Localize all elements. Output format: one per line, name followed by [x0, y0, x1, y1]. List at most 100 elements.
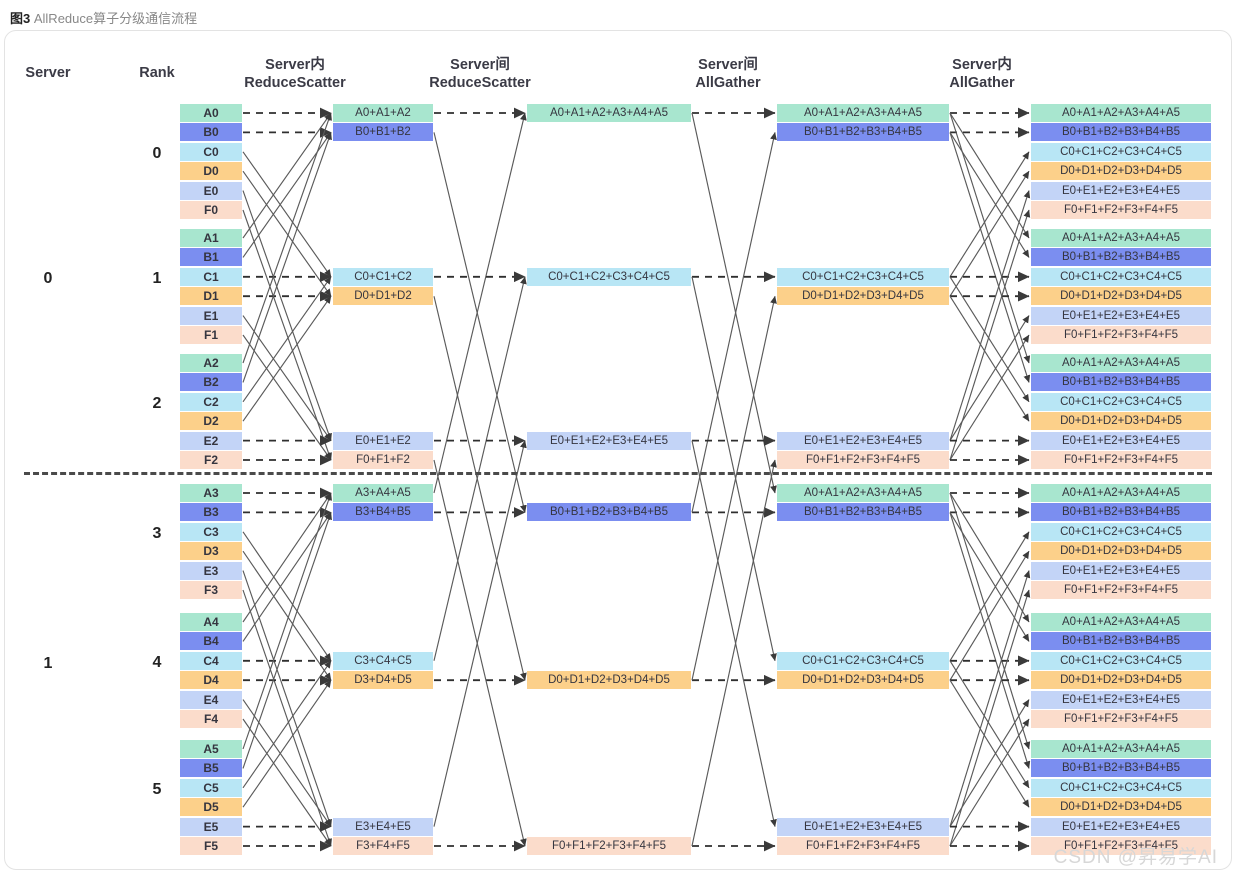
block-intra-ag-r4-A: A0+A1+A2+A3+A4+A5 — [1031, 613, 1211, 631]
block-inter-ag-r5-1: F0+F1+F2+F3+F4+F5 — [777, 837, 949, 855]
block-inter-rs-r1-0: C0+C1+C2+C3+C4+C5 — [527, 267, 691, 286]
block-initial-r1-B: B1 — [180, 248, 242, 267]
block-intra-ag-r1-D: D0+D1+D2+D3+D4+D5 — [1031, 287, 1211, 306]
header-line1: Server内 — [952, 57, 1012, 73]
block-initial-r5-B: B5 — [180, 759, 242, 778]
block-inter-ag-r5-0: E0+E1+E2+E3+E4+E5 — [777, 817, 949, 836]
block-inter-rs-r3-0: B0+B1+B2+B3+B4+B5 — [527, 503, 691, 522]
block-intra-ag-r3-D: D0+D1+D2+D3+D4+D5 — [1031, 542, 1211, 561]
block-intra-ag-r3-B: B0+B1+B2+B3+B4+B5 — [1031, 503, 1211, 522]
server-label-0: 0 — [43, 270, 53, 287]
block-initial-r4-D: D4 — [180, 671, 242, 690]
figure-number: 图3 — [10, 11, 31, 26]
watermark: CSDN @昇易学AI — [1053, 847, 1218, 868]
column-header-inter-reducescatter: Server间 ReduceScatter — [390, 56, 570, 93]
block-initial-r0-D: D0 — [180, 162, 242, 181]
block-initial-r5-E: E5 — [180, 817, 242, 836]
block-initial-r0-B: B0 — [180, 123, 242, 142]
block-initial-r3-A: A3 — [180, 484, 242, 502]
block-intra-rs-r5-0: E3+E4+E5 — [333, 817, 433, 836]
block-inter-ag-r1-0: C0+C1+C2+C3+C4+C5 — [777, 267, 949, 286]
block-intra-rs-r2-1: F0+F1+F2 — [333, 451, 433, 469]
block-intra-ag-r1-C: C0+C1+C2+C3+C4+C5 — [1031, 267, 1211, 286]
block-initial-r2-B: B2 — [180, 373, 242, 392]
block-intra-ag-r5-A: A0+A1+A2+A3+A4+A5 — [1031, 740, 1211, 758]
block-intra-rs-r3-0: A3+A4+A5 — [333, 484, 433, 502]
rank-label-1: 1 — [152, 269, 162, 287]
block-intra-rs-r4-1: D3+D4+D5 — [333, 671, 433, 690]
block-initial-r2-E: E2 — [180, 431, 242, 450]
block-intra-ag-r3-C: C0+C1+C2+C3+C4+C5 — [1031, 522, 1211, 541]
block-initial-r1-A: A1 — [180, 229, 242, 247]
server-label-1: 1 — [43, 655, 53, 672]
block-intra-ag-r2-E: E0+E1+E2+E3+E4+E5 — [1031, 431, 1211, 450]
block-inter-ag-r4-0: C0+C1+C2+C3+C4+C5 — [777, 651, 949, 670]
block-initial-r1-F: F1 — [180, 326, 242, 344]
block-initial-r0-F: F0 — [180, 201, 242, 219]
block-initial-r4-E: E4 — [180, 690, 242, 709]
block-intra-ag-r2-F: F0+F1+F2+F3+F4+F5 — [1031, 451, 1211, 469]
block-initial-r3-F: F3 — [180, 581, 242, 599]
block-initial-r2-D: D2 — [180, 412, 242, 431]
block-intra-ag-r4-B: B0+B1+B2+B3+B4+B5 — [1031, 632, 1211, 651]
column-header-server: Server — [0, 64, 138, 82]
block-intra-rs-r1-1: D0+D1+D2 — [333, 287, 433, 306]
block-intra-rs-r4-0: C3+C4+C5 — [333, 651, 433, 670]
block-initial-r5-F: F5 — [180, 837, 242, 855]
figure-caption: 图3 AllReduce算子分级通信流程 — [10, 8, 197, 27]
block-intra-ag-r5-F: F0+F1+F2+F3+F4+F5 — [1031, 837, 1211, 855]
block-intra-ag-r0-A: A0+A1+A2+A3+A4+A5 — [1031, 104, 1211, 122]
rank-label-3: 3 — [152, 524, 162, 542]
block-initial-r5-A: A5 — [180, 740, 242, 758]
block-intra-rs-r0-1: B0+B1+B2 — [333, 123, 433, 142]
block-intra-rs-r0-0: A0+A1+A2 — [333, 104, 433, 122]
block-intra-ag-r5-E: E0+E1+E2+E3+E4+E5 — [1031, 817, 1211, 836]
header-line2: ReduceScatter — [244, 75, 346, 92]
block-intra-ag-r4-C: C0+C1+C2+C3+C4+C5 — [1031, 651, 1211, 670]
figure-title: AllReduce算子分级通信流程 — [33, 11, 198, 26]
block-intra-ag-r4-D: D0+D1+D2+D3+D4+D5 — [1031, 671, 1211, 690]
header-line1: Server — [25, 65, 71, 81]
block-initial-r5-C: C5 — [180, 778, 242, 797]
block-intra-ag-r2-A: A0+A1+A2+A3+A4+A5 — [1031, 354, 1211, 372]
block-intra-ag-r2-D: D0+D1+D2+D3+D4+D5 — [1031, 412, 1211, 431]
block-initial-r1-D: D1 — [180, 287, 242, 306]
block-initial-r2-F: F2 — [180, 451, 242, 469]
block-intra-rs-r1-0: C0+C1+C2 — [333, 267, 433, 286]
block-initial-r4-F: F4 — [180, 710, 242, 728]
block-initial-r2-C: C2 — [180, 392, 242, 411]
header-line1: Server间 — [698, 57, 758, 73]
block-initial-r3-B: B3 — [180, 503, 242, 522]
block-initial-r0-A: A0 — [180, 104, 242, 122]
header-line2: AllGather — [949, 75, 1015, 92]
block-intra-rs-r3-1: B3+B4+B5 — [333, 503, 433, 522]
block-initial-r3-C: C3 — [180, 522, 242, 541]
block-inter-ag-r3-1: B0+B1+B2+B3+B4+B5 — [777, 503, 949, 522]
rank-label-2: 2 — [152, 394, 162, 412]
block-intra-ag-r5-B: B0+B1+B2+B3+B4+B5 — [1031, 759, 1211, 778]
header-line2: ReduceScatter — [429, 75, 531, 92]
block-intra-ag-r3-E: E0+E1+E2+E3+E4+E5 — [1031, 561, 1211, 580]
block-intra-rs-r5-1: F3+F4+F5 — [333, 837, 433, 855]
block-initial-r4-B: B4 — [180, 632, 242, 651]
block-intra-ag-r3-A: A0+A1+A2+A3+A4+A5 — [1031, 484, 1211, 502]
block-initial-r1-C: C1 — [180, 267, 242, 286]
block-inter-rs-r2-0: E0+E1+E2+E3+E4+E5 — [527, 431, 691, 450]
block-inter-ag-r1-1: D0+D1+D2+D3+D4+D5 — [777, 287, 949, 306]
header-line1: Rank — [139, 65, 175, 81]
block-initial-r2-A: A2 — [180, 354, 242, 372]
block-initial-r4-C: C4 — [180, 651, 242, 670]
column-header-rank: Rank — [67, 64, 247, 82]
block-intra-ag-r0-D: D0+D1+D2+D3+D4+D5 — [1031, 162, 1211, 181]
header-line1: Server间 — [450, 57, 510, 73]
block-intra-ag-r0-C: C0+C1+C2+C3+C4+C5 — [1031, 142, 1211, 161]
block-intra-ag-r2-C: C0+C1+C2+C3+C4+C5 — [1031, 392, 1211, 411]
header-line2: AllGather — [695, 75, 761, 92]
block-inter-ag-r0-1: B0+B1+B2+B3+B4+B5 — [777, 123, 949, 142]
block-intra-ag-r5-D: D0+D1+D2+D3+D4+D5 — [1031, 798, 1211, 817]
block-inter-ag-r2-0: E0+E1+E2+E3+E4+E5 — [777, 431, 949, 450]
rank-label-4: 4 — [152, 653, 162, 671]
column-header-inter-allgather: Server间 AllGather — [638, 56, 818, 93]
block-intra-rs-r2-0: E0+E1+E2 — [333, 431, 433, 450]
